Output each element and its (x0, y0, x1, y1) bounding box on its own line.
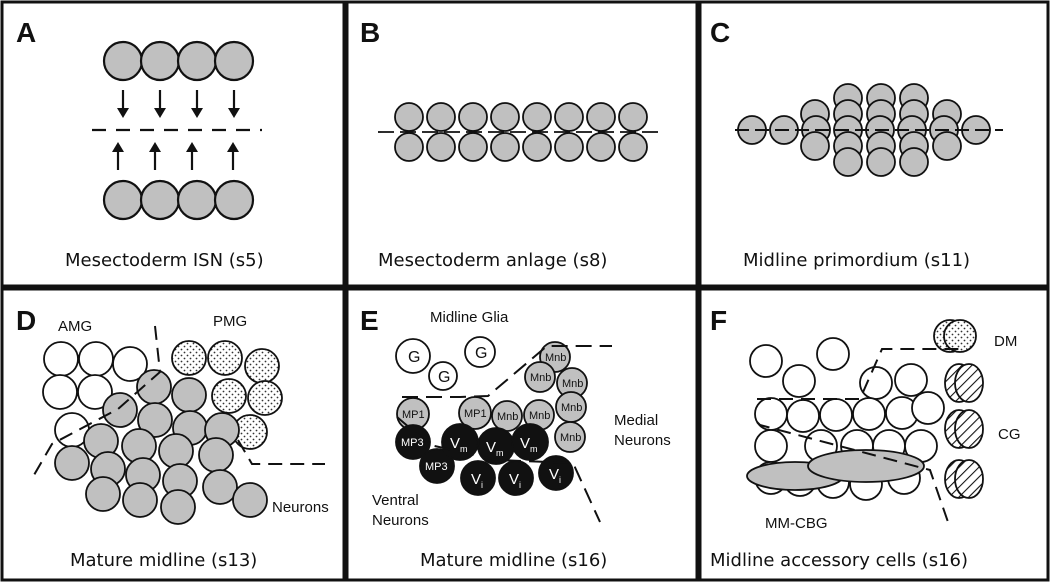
amg-label: AMG (58, 318, 92, 335)
panel-A-caption: Mesectoderm ISN (s5) (65, 250, 264, 271)
panel-F-border (698, 287, 1050, 582)
mp3-cell-label: MP3 (401, 437, 424, 449)
mp1-cell-label: MP1 (464, 408, 487, 420)
cell (213, 40, 255, 82)
neuron-cells (54, 369, 268, 525)
panel-A-border (0, 0, 346, 288)
ventral-neurons-label-line1: Ventral (372, 492, 419, 509)
boundary-dashed-upper (33, 325, 162, 476)
mnb-cell-label: Mnb (530, 372, 551, 384)
mnb-cell-label: Mnb (562, 378, 583, 390)
panel-C-letter: C (710, 17, 730, 48)
panel-E-caption: Mature midline (s16) (420, 550, 607, 571)
mp3-cell-label: MP3 (425, 461, 448, 473)
down-arrows (117, 90, 240, 118)
panel-D-diagram (33, 325, 325, 525)
panel-A-diagram (92, 40, 262, 221)
mnb-cell-label: Mnb (497, 411, 518, 423)
bottom-cell-row (102, 179, 255, 221)
pmg-cells (171, 340, 283, 450)
top-cell-row (102, 40, 255, 82)
panel-B-caption: Mesectoderm anlage (s8) (378, 250, 607, 271)
cell (176, 40, 218, 82)
row-5 (833, 147, 929, 177)
neurons-label: Neurons (272, 499, 329, 516)
lower-cell-row (394, 132, 648, 162)
mm-cbg-label: MM-CBG (765, 515, 828, 532)
pmg-label: PMG (213, 313, 247, 330)
glia-cell-label: G (438, 369, 450, 386)
vm-cell-label: Vm (486, 439, 504, 458)
dm-label: DM (994, 333, 1017, 350)
panel-A-letter: A (16, 17, 36, 48)
panel-E-diagram (395, 336, 612, 523)
boundary-dashed-lower (396, 416, 601, 523)
cell (102, 179, 144, 221)
upper-cell-row (394, 102, 648, 132)
cell (139, 40, 181, 82)
panel-B-border (345, 0, 699, 288)
cell (176, 179, 218, 221)
row-2 (800, 99, 962, 129)
glia-cell-label: G (475, 345, 487, 362)
midline-glia-label: Midline Glia (430, 309, 509, 326)
mp1-cell-label: MP1 (402, 409, 425, 421)
cell (213, 179, 255, 221)
mm-cbg-cell (807, 449, 925, 483)
mnb-cell-label: Mnb (545, 352, 566, 364)
panel-D-border (0, 287, 346, 582)
panel-F-letter: F (710, 305, 727, 336)
dm-cells (933, 319, 977, 353)
panel-C-diagram (735, 83, 1003, 177)
mnb-cells (396, 341, 588, 453)
vi-cell-label: Vi (509, 471, 521, 490)
panel-F-caption: Midline accessory cells (s16) (710, 550, 968, 571)
glia-cell-label: G (408, 349, 420, 366)
up-arrows (112, 142, 239, 170)
medial-neurons-label-line2: Neurons (614, 432, 671, 449)
boundary-dashed-lower (756, 421, 949, 523)
cg-label: CG (998, 426, 1021, 443)
mnb-cell-label: Mnb (561, 402, 582, 414)
neuron-cells-black (395, 423, 574, 496)
glia-cells (395, 336, 496, 391)
vm-cell-label: Vm (450, 435, 468, 454)
panel-C-caption: Midline primordium (s11) (743, 250, 970, 271)
cg-cells (944, 363, 984, 499)
mnb-cell-label: Mnb (529, 410, 550, 422)
boundary-dashed-upper (757, 348, 967, 400)
boundary-dashed-upper (402, 345, 612, 398)
vi-cell-label: Vi (471, 471, 483, 490)
mnb-cell-label: Mnb (560, 432, 581, 444)
vi-cell-label: Vi (549, 466, 561, 485)
boundary-dashed-lower (237, 439, 325, 465)
panel-B-diagram (378, 102, 658, 162)
panel-B-letter: B (360, 17, 380, 48)
ventral-neurons-label-line2: Neurons (372, 512, 429, 529)
vm-cell-label: Vm (520, 435, 538, 454)
medial-neurons-label-line1: Medial (614, 412, 658, 429)
panel-E-border (345, 287, 699, 582)
panel-F-diagram (746, 319, 984, 523)
cell (102, 40, 144, 82)
panel-E-letter: E (360, 305, 379, 336)
panel-D-caption: Mature midline (s13) (70, 550, 257, 571)
panel-C-border (698, 0, 1050, 288)
cell (139, 179, 181, 221)
panel-D-letter: D (16, 305, 36, 336)
